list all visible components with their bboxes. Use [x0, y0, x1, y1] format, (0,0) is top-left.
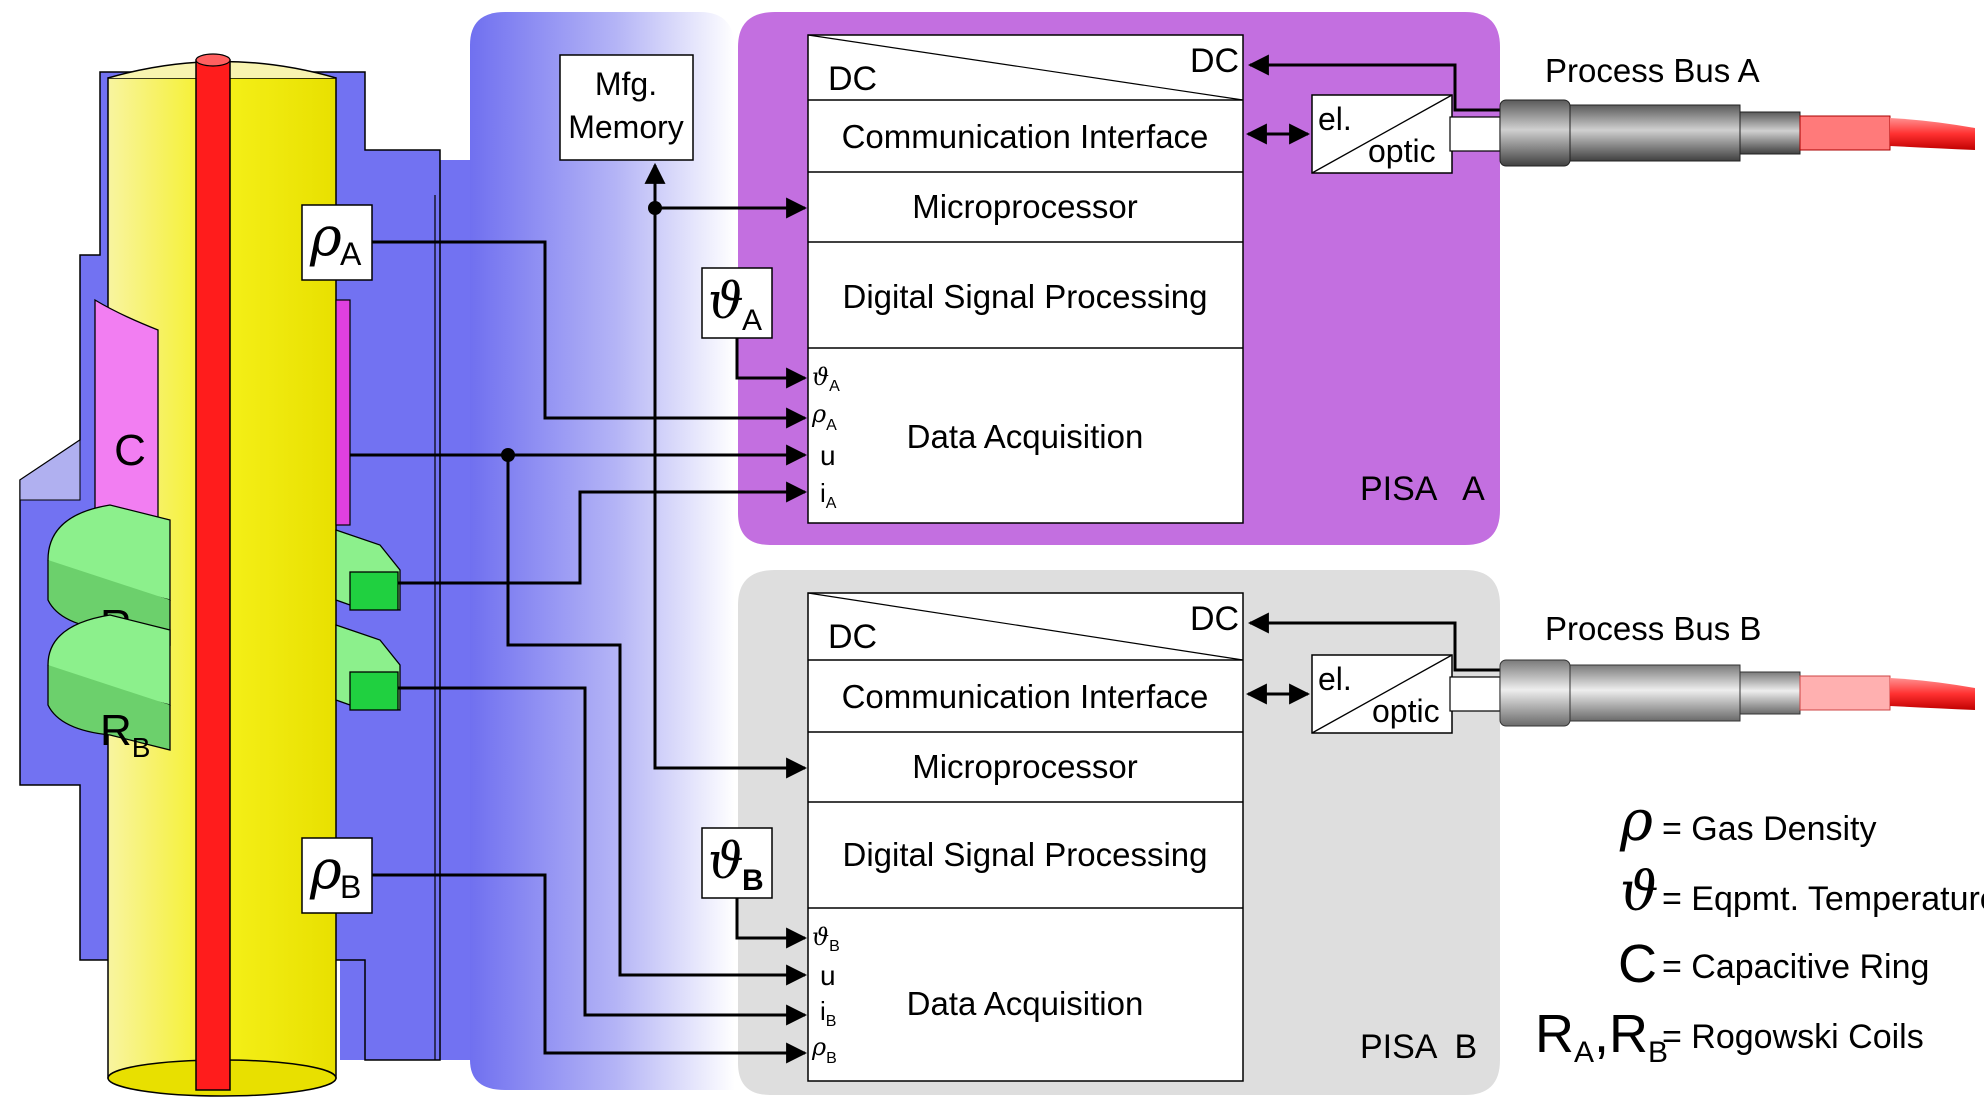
pisa-b-dc-left: DC: [828, 618, 877, 656]
pisa-b-daq: Data Acquisition: [907, 985, 1144, 1022]
svg-text:optic: optic: [1368, 133, 1436, 169]
svg-text:iA: iA: [820, 478, 837, 512]
legend-theta-symbol: ϑ: [1620, 860, 1659, 923]
fiber-connector-b: [1449, 659, 1975, 727]
pisa-a-dc-right: DC: [1190, 42, 1239, 80]
svg-text:Memory: Memory: [568, 109, 684, 145]
mfg-memory: Mfg. Memory: [559, 54, 694, 161]
capacitive-ring-label: C: [114, 426, 146, 475]
pisa-a-dsp: Digital Signal Processing: [842, 278, 1207, 315]
legend: ρ = Gas Density ϑ = Eqpmt. Temperature C…: [1535, 789, 1984, 1069]
theta-b-sensor: ϑ B: [701, 827, 773, 899]
legend-rho-symbol: ρ: [1619, 789, 1653, 854]
svg-text:el.: el.: [1318, 101, 1352, 137]
svg-text:el.: el.: [1318, 661, 1352, 697]
process-bus-a-label: Process Bus A: [1545, 52, 1760, 89]
svg-text:B: B: [742, 864, 764, 897]
svg-text:ρ: ρ: [309, 205, 342, 268]
legend-theta-text: = Eqpmt. Temperature: [1662, 880, 1984, 918]
pisa-b-name: PISA B: [1360, 1028, 1477, 1066]
legend-c-symbol: C: [1618, 934, 1657, 994]
svg-text:ρB: ρB: [811, 1033, 837, 1067]
pisa-b-dsp: Digital Signal Processing: [842, 836, 1207, 873]
svg-text:ϑA: ϑA: [812, 363, 840, 395]
enclosure-band: [470, 12, 735, 1090]
theta-a-sensor: ϑ A: [701, 267, 773, 339]
pisa-a-inputs: ϑA ρA u iA: [811, 363, 840, 512]
svg-text:Mfg.: Mfg.: [595, 66, 657, 102]
signal-lines: [350, 54, 1554, 1064]
converter-a: el. optic: [1311, 94, 1453, 174]
svg-text:A: A: [742, 304, 762, 337]
pisa-a-daq: Data Acquisition: [907, 418, 1144, 455]
svg-text:ϑ: ϑ: [708, 832, 744, 890]
svg-text:iB: iB: [820, 996, 836, 1030]
pisa-a-name: PISA A: [1360, 470, 1485, 508]
converter-b: el. optic: [1311, 654, 1453, 734]
legend-rho-text: = Gas Density: [1662, 810, 1876, 848]
pisa-b-stack: DC DC Communication Interface Microproce…: [807, 592, 1244, 1082]
rho-b-sensor: ρ B: [301, 837, 373, 914]
pisa-b-inputs: ϑB u iB ρB: [811, 923, 840, 1067]
legend-r-symbol: RA,RB: [1535, 1004, 1668, 1069]
rho-a-sensor: ρ A: [301, 204, 373, 281]
svg-text:ϑB: ϑB: [812, 923, 840, 955]
svg-text:ϑ: ϑ: [708, 272, 744, 330]
svg-text:optic: optic: [1372, 693, 1440, 729]
pisa-b-dc-right: DC: [1190, 600, 1239, 638]
process-bus-b-label: Process Bus B: [1545, 610, 1761, 647]
pisa-a-stack: DC DC Communication Interface Microproce…: [807, 34, 1244, 524]
pisa-b-micro: Microprocessor: [912, 748, 1138, 785]
legend-r-text: = Rogowski Coils: [1662, 1018, 1924, 1056]
svg-text:ρ: ρ: [309, 838, 342, 901]
rogowski-coil-b: RB: [47, 614, 401, 763]
svg-text:A: A: [340, 236, 362, 272]
pisa-a-micro: Microprocessor: [912, 188, 1138, 225]
pisa-b-comm: Communication Interface: [842, 678, 1209, 715]
rogowski-b-label: RB: [100, 706, 150, 763]
svg-text:u: u: [820, 960, 836, 991]
pisa-a-comm: Communication Interface: [842, 118, 1209, 155]
svg-text:ρA: ρA: [811, 400, 837, 434]
capacitive-ring: C: [94, 298, 351, 566]
legend-c-text: = Capacitive Ring: [1662, 948, 1929, 986]
fiber-connector-a: [1449, 99, 1975, 167]
svg-text:u: u: [820, 440, 836, 471]
pisa-a-dc-left: DC: [828, 60, 877, 98]
svg-text:B: B: [340, 869, 361, 905]
